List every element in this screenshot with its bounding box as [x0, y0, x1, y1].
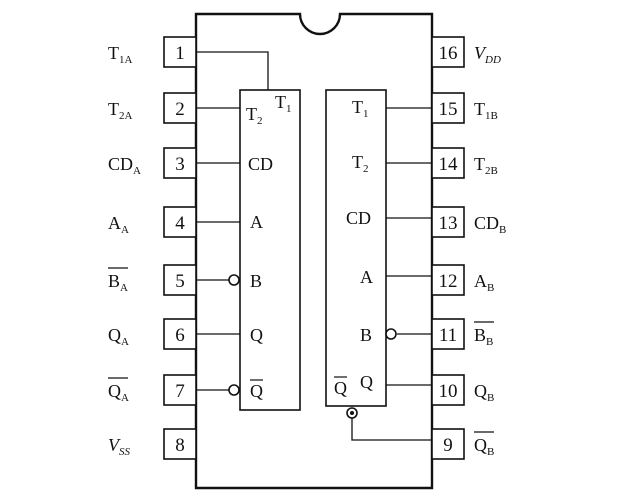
block-a-q-label: Q: [250, 325, 263, 345]
right-pin-13-number: 13: [439, 213, 458, 234]
right-pin-14-box: [431, 147, 465, 179]
right-pin-10-label: QB: [474, 381, 494, 404]
right-pin-12-box: [431, 264, 465, 296]
left-pin-8-number: 8: [175, 435, 185, 456]
block-a-b-label: B: [250, 271, 262, 291]
left-pin-3-box: [163, 147, 197, 179]
right-pin-15-number: 15: [439, 99, 458, 120]
left-pin-6-number: 6: [175, 325, 185, 346]
right-pin-14-number: 14: [439, 154, 459, 175]
right-pin-15-label: T1B: [474, 99, 498, 122]
left-pin-7-number: 7: [175, 381, 185, 402]
inversion-bubble-qbar-a: [228, 384, 240, 396]
inversion-bubble-b-a: [228, 274, 240, 286]
left-pin-1-label: T1A: [108, 43, 133, 66]
right-pin-16-number: 16: [439, 43, 458, 64]
block-b-b-label: B: [360, 325, 372, 345]
left-pin-5-number: 5: [175, 271, 185, 292]
package-outline: [194, 12, 434, 490]
right-pin-12-number: 12: [439, 271, 458, 292]
left-pin-4-box: [163, 206, 197, 238]
block-a-labels: T2 T1 CD A B Q Q: [246, 92, 292, 401]
right-pin-13-label: CDB: [474, 213, 506, 236]
wiring-right: [351, 107, 432, 441]
block-b-cd-label: CD: [346, 208, 371, 228]
left-pin-3-label: CDA: [108, 154, 141, 177]
left-pin-7-box: [163, 374, 197, 406]
qbar-b-junction: [350, 411, 354, 415]
left-pin-5-label: BA: [108, 271, 128, 294]
right-pin-16-box: [431, 36, 465, 68]
block-b-t2-label: T2: [352, 152, 369, 175]
block-b-q-label: Q: [360, 372, 373, 392]
block-b-a-label: A: [360, 267, 373, 287]
right-pin-9-label: QB: [474, 435, 494, 458]
left-pin-5-box: [163, 264, 197, 296]
left-pin-2-box: [163, 92, 197, 124]
right-pin-9-number: 9: [443, 435, 453, 456]
left-pin-2-label: T2A: [108, 99, 133, 122]
block-b-t1-label: T1: [352, 97, 369, 120]
right-pin-9-box: [431, 428, 465, 460]
left-pin-1-number: 1: [175, 43, 185, 64]
block-b-qbar-label: Q: [334, 378, 347, 398]
block-a: [239, 89, 301, 411]
block-b: [325, 89, 387, 407]
block-a-cd-label: CD: [248, 154, 273, 174]
left-pin-8-label: VSS: [108, 435, 131, 458]
right-pin-15-box: [431, 92, 465, 124]
right-pin-13-box: [431, 206, 465, 238]
left-pin-6-box: [163, 318, 197, 350]
inversion-bubble-b-b: [385, 328, 397, 340]
block-b-labels: T1 T2 CD A B Q Q: [334, 97, 373, 398]
left-pin-8-box: [163, 428, 197, 460]
left-pin-4-number: 4: [175, 213, 185, 234]
block-a-a-label: A: [250, 212, 263, 232]
right-pin-11-label: BB: [474, 325, 493, 348]
right-pin-10-number: 10: [439, 381, 458, 402]
right-pin-11-number: 11: [439, 325, 457, 346]
right-pin-10-box: [431, 374, 465, 406]
left-pin-2-number: 2: [175, 99, 185, 120]
block-a-qbar-label: Q: [250, 381, 263, 401]
right-pin-11-box: [431, 318, 465, 350]
left-pin-4-label: AA: [108, 213, 129, 236]
left-pin-7-label: QA: [108, 381, 129, 404]
right-pin-14-label: T2B: [474, 154, 498, 177]
right-pin-16-label: VDD: [474, 43, 501, 66]
right-pin-12-label: AB: [474, 271, 494, 294]
block-a-t1-label: T1: [275, 92, 292, 115]
left-pin-6-label: QA: [108, 325, 129, 348]
left-pin-3-number: 3: [175, 154, 185, 175]
block-a-t2-label: T2: [246, 104, 263, 127]
left-pin-1-box: [163, 36, 197, 68]
wiring-left: [196, 51, 269, 391]
